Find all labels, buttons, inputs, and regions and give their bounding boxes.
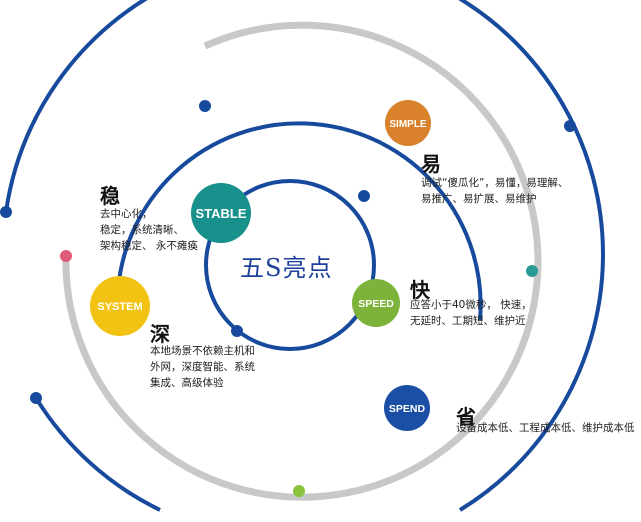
orbit-dot xyxy=(358,190,370,202)
spend-line: 设备成本低、工程成本低、维护成本低 xyxy=(456,422,635,434)
speed-description: 应答小于40微秒， 快速， 无延时、工期短、维护近 xyxy=(410,297,532,329)
system-line: 集成、高级体验 xyxy=(150,377,224,389)
badge-stable: STABLE xyxy=(191,183,251,243)
stable-line: 架构稳定、 永不瘫痪 xyxy=(100,240,198,252)
middle-orbit-arc xyxy=(116,121,483,321)
svg-text:STABLE: STABLE xyxy=(195,206,246,221)
inner-orbit xyxy=(204,179,376,351)
stable-description: 去中心化， 稳定，系统清晰、 架构稳定、 永不瘫痪 xyxy=(100,206,198,254)
badge-spend: SPEND xyxy=(384,385,430,431)
svg-text:SPEED: SPEED xyxy=(358,298,394,310)
svg-text:SPEND: SPEND xyxy=(389,403,426,415)
stable-heading: 稳 xyxy=(100,184,120,208)
svg-text:SIMPLE: SIMPLE xyxy=(389,119,427,130)
svg-text:SYSTEM: SYSTEM xyxy=(97,301,142,313)
spend-description: 设备成本低、工程成本低、维护成本低 xyxy=(456,420,635,436)
speed-heading: 快 xyxy=(410,278,430,302)
stable-line: 去中心化， xyxy=(100,208,153,220)
orbit-dot xyxy=(199,100,211,112)
orbit-dot xyxy=(293,485,305,497)
simple-description: 调试“傻瓜化”，易懂，易理解、 易推广、易扩展、易维护 xyxy=(421,175,568,207)
simple-line: 调试“傻瓜化”，易懂，易理解、 xyxy=(421,177,569,189)
orbit-dot xyxy=(526,265,538,277)
badge-speed: SPEED xyxy=(352,279,400,327)
system-line: 外网，深度智能、系统 xyxy=(150,361,255,373)
badge-simple: SIMPLE xyxy=(385,100,431,146)
orbit-dot xyxy=(231,325,243,337)
outer-orbit-arc xyxy=(4,0,605,512)
system-heading: 深 xyxy=(150,322,170,346)
center-title: 五S亮点 xyxy=(240,254,333,282)
system-line: 本地场景不依赖主机和 xyxy=(150,345,255,357)
system-description: 本地场景不依赖主机和 外网，深度智能、系统 集成、高级体验 xyxy=(150,343,255,391)
orbit-dot xyxy=(0,206,12,218)
spend-heading: 省 xyxy=(456,405,476,429)
orbit-dot xyxy=(60,250,72,262)
orbit-dot xyxy=(564,120,576,132)
simple-line: 易推广、易扩展、易维护 xyxy=(421,193,537,205)
badge-system: SYSTEM xyxy=(90,276,150,336)
speed-line: 应答小于40微秒， 快速， xyxy=(410,299,532,311)
gray-orbit-arc xyxy=(62,21,542,501)
simple-heading: 易 xyxy=(421,152,441,176)
stable-line: 稳定，系统清晰、 xyxy=(100,224,184,236)
speed-line: 无延时、工期短、维护近 xyxy=(410,315,526,327)
orbit-dot xyxy=(30,392,42,404)
lower-orbit-arc xyxy=(34,396,161,512)
